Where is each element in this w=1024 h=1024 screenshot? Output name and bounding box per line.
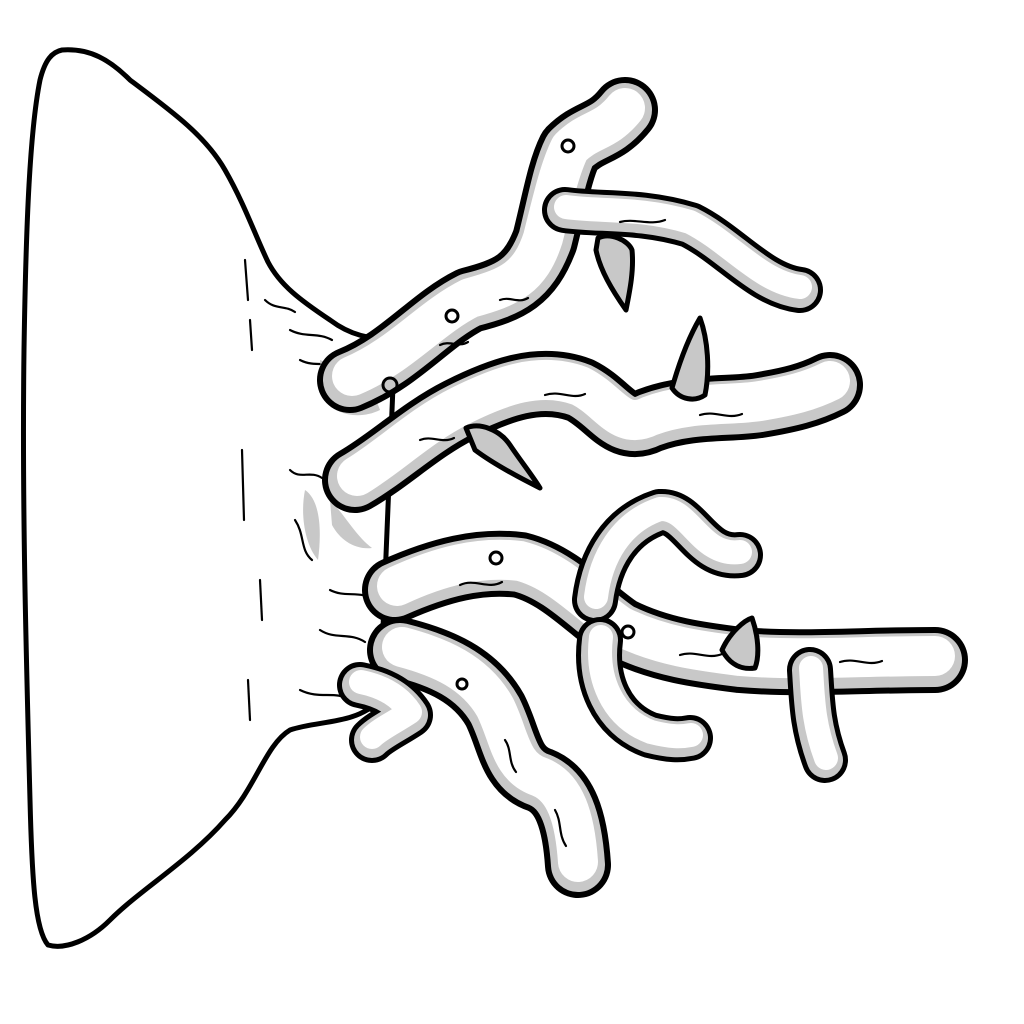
branch-bark-texture <box>418 218 884 848</box>
thorn-upper <box>593 233 635 313</box>
trunk-mound-outline <box>20 47 398 949</box>
thorn-lower <box>719 615 761 671</box>
lower-branch <box>362 489 968 783</box>
bottom-branch <box>337 617 611 898</box>
thorn-middle-a <box>463 423 543 491</box>
upper-branch <box>317 77 823 413</box>
thorn-middle-b <box>669 315 711 402</box>
middle-branch <box>322 315 863 513</box>
